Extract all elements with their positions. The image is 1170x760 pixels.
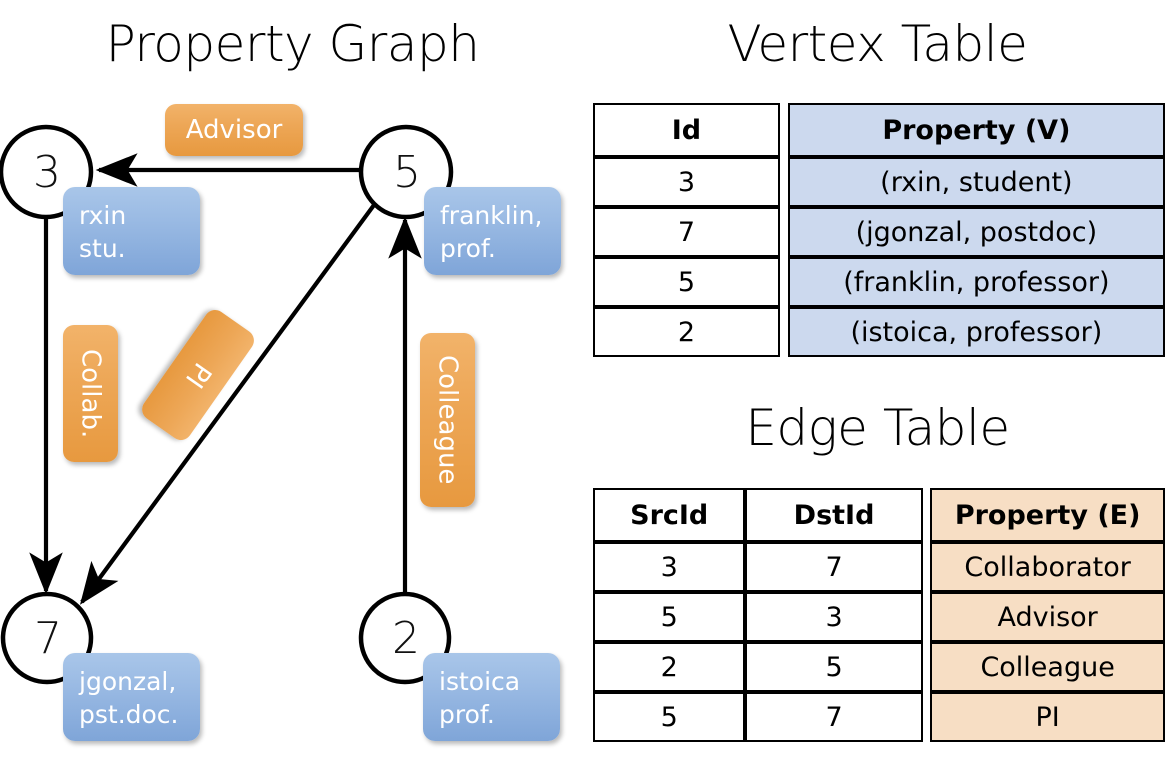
edge-cell-src: 5	[593, 592, 746, 642]
edge-label-collab-text: Collab.	[75, 348, 106, 439]
vertex-property-line-2: prof.	[440, 234, 496, 263]
edge-cell-dst: 7	[745, 542, 923, 592]
vertex-property-line-2: prof.	[439, 700, 495, 729]
table-row: 5 3 Advisor	[593, 592, 1165, 642]
edge-cell-property: Advisor	[930, 592, 1165, 642]
page-title-edge-table: Edge Table	[745, 399, 1010, 457]
vertex-cell-property: (franklin, professor)	[787, 257, 1165, 307]
vertex-cell-property: (rxin, student)	[787, 157, 1165, 207]
vertex-table-header-id: Id	[593, 103, 780, 157]
vertex-table-header-row: Id Property (V)	[593, 103, 1165, 157]
vertex-table-column-gap	[779, 207, 788, 257]
table-row: 3 (rxin, student)	[593, 157, 1165, 207]
edge-cell-src: 5	[593, 692, 746, 742]
table-row: 3 7 Collaborator	[593, 542, 1165, 592]
vertex-cell-property: (istoica, professor)	[787, 307, 1165, 357]
vertex-property-line-1: istoica	[439, 667, 521, 696]
edge-cell-property: PI	[930, 692, 1165, 742]
edge-table-column-gap	[922, 592, 931, 642]
edge-table-header-row: SrcId DstId Property (E)	[593, 488, 1165, 542]
table-row: 7 (jgonzal, postdoc)	[593, 207, 1165, 257]
vertex-property-box-5: franklin, prof.	[424, 187, 561, 275]
vertex-property-box-2: istoica prof.	[423, 653, 560, 741]
edge-label-advisor-text: Advisor	[185, 115, 283, 145]
vertex-property-line-1: jgonzal,	[79, 667, 177, 696]
edge-label-collab: Collab.	[63, 325, 118, 462]
vertex-property-line-1: franklin,	[440, 201, 543, 230]
vertex-table-column-gap	[779, 307, 788, 357]
vertex-property-line-1: rxin	[79, 201, 127, 230]
property-graph-diagram: 3 5 7 2 rxin stu. franklin, prof. jgonza…	[0, 104, 561, 741]
edge-cell-dst: 3	[745, 592, 923, 642]
vertex-table-header-property: Property (V)	[787, 103, 1165, 157]
edge-cell-property: Colleague	[930, 642, 1165, 692]
edge-label-pi-text: PI	[179, 356, 217, 394]
edge-table-column-gap	[922, 692, 931, 742]
edge-cell-dst: 7	[745, 692, 923, 742]
edge-cell-src: 2	[593, 642, 746, 692]
table-row: 5 (franklin, professor)	[593, 257, 1165, 307]
edge-label-colleague: Colleague	[420, 333, 475, 507]
table-row: 2 5 Colleague	[593, 642, 1165, 692]
edge-table-column-gap	[922, 542, 931, 592]
table-row: 5 7 PI	[593, 692, 1165, 742]
edge-5-to-7	[80, 203, 376, 605]
edge-label-advisor: Advisor	[165, 104, 303, 156]
edge-table-header-srcid: SrcId	[593, 488, 746, 542]
vertex-cell-property: (jgonzal, postdoc)	[787, 207, 1165, 257]
vertex-property-box-7: jgonzal, pst.doc.	[63, 653, 200, 741]
edge-table-column-gap	[922, 642, 931, 692]
vertex-table: Id Property (V) 3 (rxin, student) 7 (jgo…	[593, 103, 1165, 357]
edge-table-column-gap	[922, 488, 931, 542]
edge-cell-src: 3	[593, 542, 746, 592]
vertex-cell-id: 7	[593, 207, 780, 257]
edge-label-colleague-text: Colleague	[432, 355, 463, 485]
edge-table: SrcId DstId Property (E) 3 7 Collaborato…	[593, 488, 1165, 742]
vertex-table-column-gap	[779, 257, 788, 307]
table-row: 2 (istoica, professor)	[593, 307, 1165, 357]
vertex-property-line-2: stu.	[79, 234, 126, 263]
vertex-cell-id: 5	[593, 257, 780, 307]
vertex-property-line-2: pst.doc.	[79, 700, 179, 729]
vertex-property-box-3: rxin stu.	[63, 187, 200, 275]
vertex-cell-id: 2	[593, 307, 780, 357]
edge-cell-dst: 5	[745, 642, 923, 692]
vertex-table-column-gap	[779, 157, 788, 207]
edge-table-header-property: Property (E)	[930, 488, 1165, 542]
edge-table-header-dstid: DstId	[745, 488, 923, 542]
edge-cell-property: Collaborator	[930, 542, 1165, 592]
page-title-vertex-table: Vertex Table	[727, 15, 1028, 73]
vertex-cell-id: 3	[593, 157, 780, 207]
page-title-property-graph: Property Graph	[105, 15, 480, 73]
vertex-table-column-gap	[779, 103, 788, 157]
